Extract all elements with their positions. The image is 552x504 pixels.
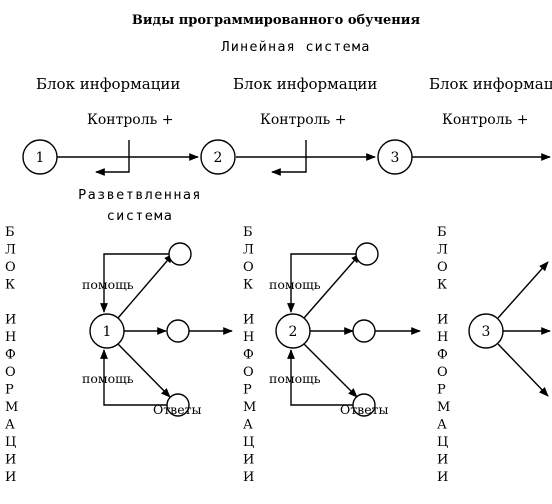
branch-arrow-down-2 — [303, 343, 358, 398]
vertical-letter: И — [243, 470, 254, 485]
linear-node-1 — [22, 139, 58, 175]
linear-system-title: Линейная система — [221, 39, 370, 55]
vertical-letter: О — [5, 365, 16, 380]
linear-node-2 — [200, 139, 236, 175]
vertical-letter: И — [437, 470, 448, 485]
branched-node-3-label: 3 — [482, 324, 491, 340]
branched-system-title-line1: Разветвленная — [78, 187, 202, 203]
vertical-letter: К — [437, 278, 447, 293]
branched-node-2 — [275, 313, 311, 349]
vertical-letter: Б — [437, 225, 447, 240]
branched-node-1 — [89, 313, 125, 349]
vertical-letter: Ц — [437, 435, 448, 450]
diagram-title: Виды программированного обучения — [132, 13, 421, 28]
vertical-letter: Н — [5, 330, 16, 345]
help-label-1a: помощь — [82, 277, 134, 292]
linear-return-arrow-2 — [271, 140, 307, 176]
vertical-letter: М — [243, 400, 256, 415]
vertical-letter: М — [437, 400, 450, 415]
vertical-letter: Ф — [243, 348, 254, 363]
help-return-up-2 — [287, 253, 360, 313]
branch-arrow-up-2 — [303, 253, 361, 319]
linear-return-arrow-1 — [95, 140, 130, 176]
vertical-letter: К — [243, 278, 253, 293]
option-circle-1c — [166, 393, 190, 417]
branched-unit-2: 2 помощь помощь Ответы — [269, 242, 421, 417]
help-label-2a: помощь — [269, 277, 321, 292]
vertical-letter: Ф — [437, 348, 448, 363]
option-circle-2b — [352, 319, 376, 343]
branch-arrow-up-1 — [117, 253, 174, 319]
answers-label-1: Ответы — [153, 402, 202, 417]
vertical-letter: Ц — [243, 435, 254, 450]
vertical-letter: К — [5, 278, 15, 293]
linear-node-1-label: 1 — [36, 150, 45, 166]
linear-node-3-label: 3 — [391, 150, 400, 166]
linear-control-label-3: Контроль + — [442, 112, 528, 128]
linear-control-label-1: Контроль + — [87, 112, 173, 128]
vertical-letter: А — [437, 418, 447, 433]
help-return-down-2 — [287, 349, 360, 406]
vertical-letter: И — [437, 313, 448, 328]
linear-chain: 1 2 3 — [22, 139, 551, 176]
branched-node-1-label: 1 — [103, 324, 112, 340]
vertical-letter: О — [437, 365, 448, 380]
branched-node-2-label: 2 — [289, 324, 298, 340]
vertical-letter: Б — [243, 225, 253, 240]
answers-label-2: Ответы — [340, 402, 389, 417]
vertical-letter: И — [243, 313, 254, 328]
vertical-letter: О — [437, 260, 448, 275]
vertical-letter: И — [243, 453, 254, 468]
linear-block-label-1: Блок информации — [36, 75, 180, 93]
vertical-letter: А — [243, 418, 253, 433]
vertical-letter: И — [5, 313, 16, 328]
vertical-letter: И — [437, 453, 448, 468]
branched-system-title-line2: система — [107, 208, 174, 224]
linear-node-3 — [377, 139, 413, 175]
vertical-letter: И — [5, 453, 16, 468]
branch-arrow-down-3 — [497, 343, 549, 397]
vertical-letter: Ц — [5, 435, 16, 450]
vertical-letter: Л — [437, 243, 448, 258]
vertical-letter: Н — [437, 330, 448, 345]
vertical-letter: Л — [5, 243, 16, 258]
help-return-down-1 — [100, 349, 173, 406]
vertical-letter: Б — [5, 225, 15, 240]
vertical-letter: О — [5, 260, 16, 275]
branched-node-3 — [468, 313, 504, 349]
option-circle-2c — [352, 393, 376, 417]
vertical-letter: Р — [243, 383, 252, 398]
branch-arrow-up-3 — [497, 261, 549, 319]
branch-arrow-down-1 — [117, 343, 171, 398]
help-label-1b: помощь — [82, 371, 134, 386]
branched-unit-3: 3 — [468, 261, 551, 397]
vertical-letter: Р — [5, 383, 14, 398]
linear-control-label-2: Контроль + — [260, 112, 346, 128]
vertical-letter: М — [5, 400, 18, 415]
option-circle-2a — [355, 242, 379, 266]
linear-block-label-2: Блок информации — [233, 75, 377, 93]
vertical-letter: О — [243, 365, 254, 380]
help-return-up-1 — [100, 253, 173, 313]
vertical-letter: А — [5, 418, 15, 433]
vertical-letter: Ф — [5, 348, 16, 363]
vertical-letter: О — [243, 260, 254, 275]
option-circle-1a — [168, 242, 192, 266]
branched-unit-1: 1 помощь помощь Ответы — [82, 242, 233, 417]
linear-node-2-label: 2 — [214, 150, 223, 166]
help-label-2b: помощь — [269, 371, 321, 386]
vertical-letter: Л — [243, 243, 254, 258]
option-circle-1b — [166, 319, 190, 343]
linear-block-label-3: Блок информац — [429, 75, 552, 93]
vertical-letter: И — [5, 470, 16, 485]
vertical-letter: Р — [437, 383, 446, 398]
vertical-letter: Н — [243, 330, 254, 345]
